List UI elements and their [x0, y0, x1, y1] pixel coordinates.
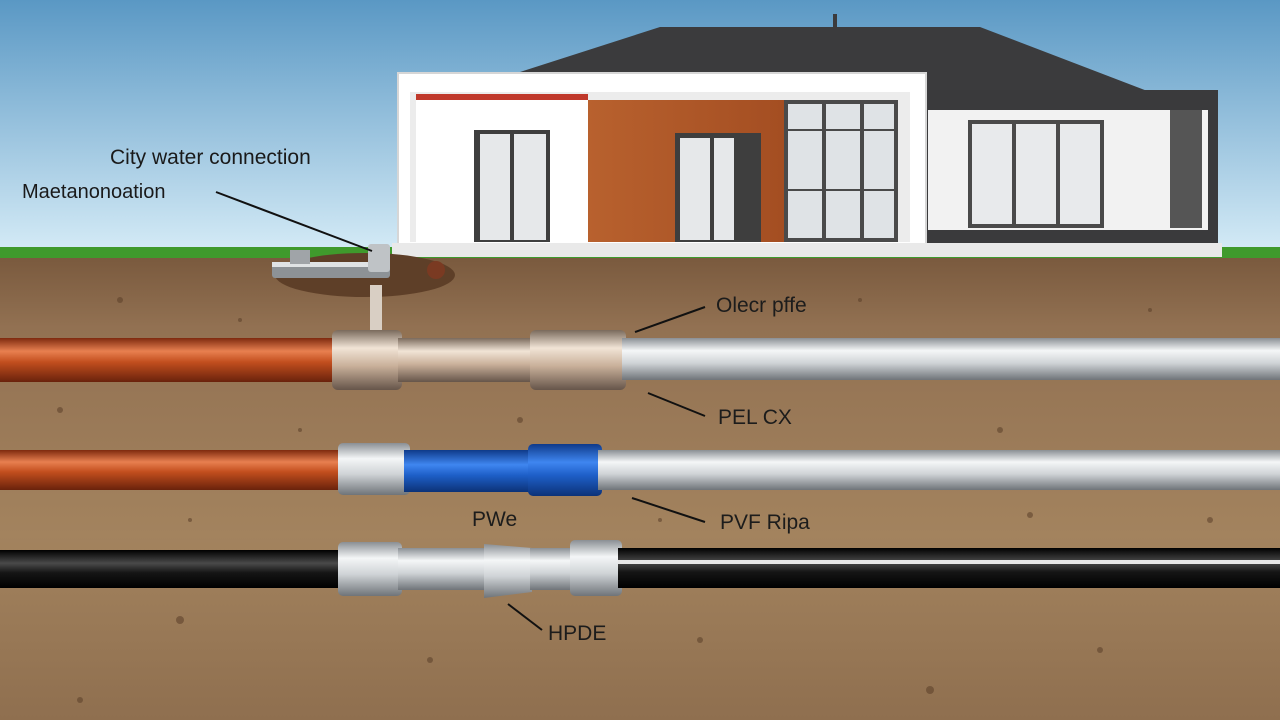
soil-texture [57, 297, 1213, 703]
leader-lines [215, 191, 706, 631]
pex-pipe-line [0, 443, 1280, 496]
pex-label: PEL CX [718, 406, 792, 429]
copper-pipe-label: Olecr pffe [716, 294, 807, 317]
hdpe-pipe-line [0, 540, 1280, 598]
city-water-label: City water connection [110, 146, 311, 169]
copper-pipe-line [0, 330, 1280, 390]
hdpe-label: HPDE [548, 622, 607, 645]
pwe-label: PWe [472, 508, 518, 531]
house-icon [392, 14, 1222, 257]
main-connection-label: Maetanonoation [22, 181, 166, 203]
pvc-pipe-label: PVF Ripa [720, 511, 810, 534]
water-meter-icon [272, 244, 455, 330]
